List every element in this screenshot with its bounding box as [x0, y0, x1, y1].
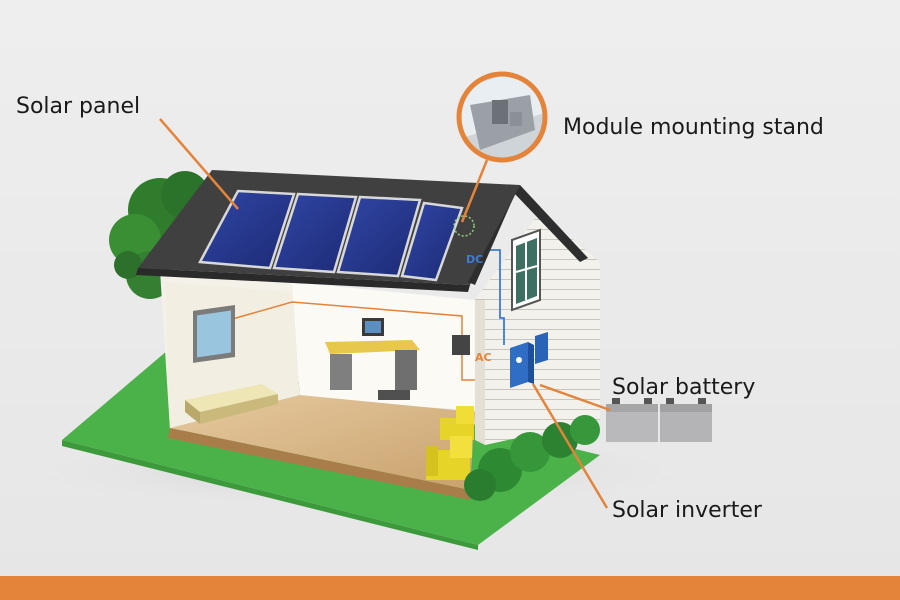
- armchair-back: [440, 406, 474, 440]
- bench: [185, 384, 278, 424]
- leader-mounting-stand: [460, 159, 489, 223]
- gable-wall: [475, 212, 600, 445]
- television: [193, 304, 235, 363]
- solar-inverter-label: Solar inverter: [612, 498, 762, 523]
- desk: [325, 318, 420, 400]
- solar-panel-4: [400, 201, 464, 282]
- leader-solar-panel: [159, 118, 239, 210]
- mounting-stand-zoom: [456, 71, 548, 163]
- leader-solar-inverter: [531, 383, 609, 509]
- solar-panel-3: [336, 195, 422, 278]
- window: [511, 228, 541, 312]
- gable-wall-shade: [475, 300, 485, 445]
- solar-panel-label: Solar panel: [16, 94, 141, 119]
- ac-label: AC: [475, 351, 492, 364]
- dc-label: DC: [466, 253, 484, 266]
- roof-gable-trim: [468, 185, 588, 285]
- solar-battery-label: Solar battery: [612, 375, 756, 400]
- leader-solar-battery: [539, 383, 611, 412]
- roof-edge: [136, 268, 470, 292]
- armchair-front: [426, 436, 472, 480]
- lawn-edge: [62, 440, 478, 550]
- battery-2: [660, 410, 712, 442]
- solar-panel-1: [198, 189, 296, 270]
- bushes: [464, 415, 600, 501]
- solar-panel-2: [272, 192, 358, 274]
- floor: [170, 395, 475, 490]
- solar-panels: [198, 189, 464, 282]
- floor-edge: [168, 428, 470, 500]
- solar-batteries: [606, 398, 712, 442]
- mounting-stand-label: Module mounting stand: [563, 115, 824, 140]
- inverter-units: [510, 332, 548, 388]
- bottom-accent-bar: [0, 576, 900, 600]
- meter-box: [452, 335, 470, 355]
- mount-highlight: [453, 215, 475, 237]
- battery-1: [606, 410, 658, 442]
